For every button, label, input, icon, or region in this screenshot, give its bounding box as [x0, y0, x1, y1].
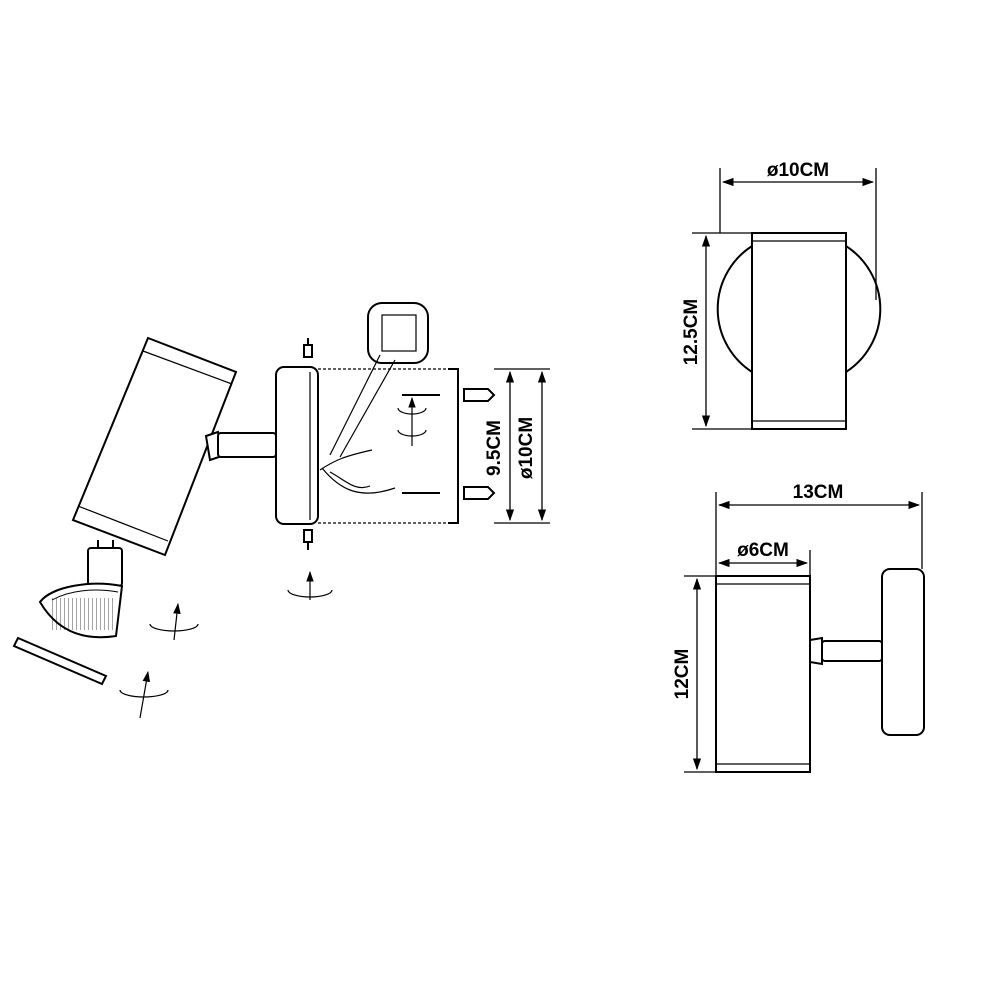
front-width-label: ø10CM [767, 160, 829, 181]
side-wall-plate [881, 568, 925, 736]
side-cylinder [715, 575, 811, 773]
rotation-symbol-center [397, 396, 427, 446]
front-view: ø10CM 12.5CM [681, 160, 882, 430]
front-disc-left [716, 245, 753, 373]
front-height-label: 12.5CM [681, 299, 702, 366]
wall-outline [318, 368, 459, 524]
wires [319, 449, 396, 494]
side-dimension-lines [684, 492, 923, 773]
terminal-block-callout [329, 302, 429, 458]
side-view: 13CM ø6CM 12CM [672, 482, 925, 773]
side-swivel [809, 636, 823, 666]
install-dimension-lines [494, 368, 550, 524]
screw-anchor-upper [402, 388, 496, 402]
exploded-view: 9.5CM ø10CM [12, 302, 550, 719]
front-cylinder [751, 232, 847, 430]
side-arm [821, 640, 883, 662]
swivel-arm [204, 430, 277, 462]
side-depth-label: 13CM [793, 482, 844, 503]
install-diameter-label: ø10CM [516, 417, 537, 479]
lamp-head [71, 336, 238, 557]
rotation-symbol-bottom [287, 570, 333, 600]
retaining-clip-1 [149, 602, 199, 641]
front-disc-right [845, 245, 882, 373]
front-dimension-lines [692, 168, 877, 430]
glass-lens [12, 636, 108, 686]
mounting-plate [275, 366, 319, 525]
plate-screws [303, 338, 313, 550]
gu10-bulb [38, 540, 124, 639]
install-height-label: 9.5CM [484, 420, 505, 476]
retaining-clip-2 [119, 670, 169, 719]
screw-anchor-lower [402, 486, 496, 500]
side-height-label: 12CM [672, 649, 693, 700]
side-diameter-label: ø6CM [737, 540, 789, 561]
